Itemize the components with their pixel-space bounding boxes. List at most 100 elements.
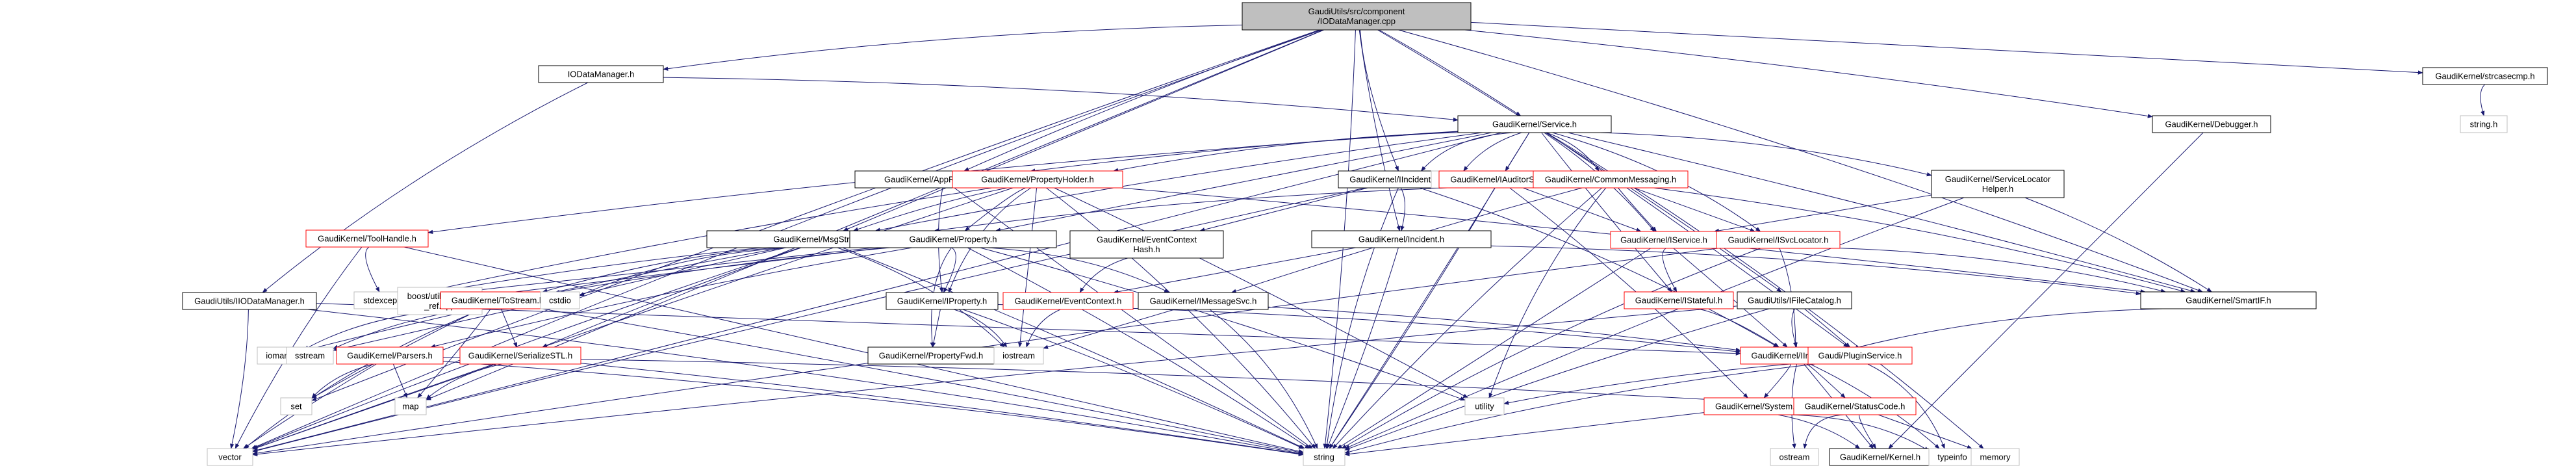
node-gaudikernel-eventcontext-h[interactable]: GaudiKernel/EventContext.h [1002,292,1134,310]
edge-n1-to-n2 [663,77,1459,122]
node-label: string.h [2470,120,2498,129]
edge-n2-to-n30 [1568,132,2196,293]
edge-n0-to-n14 [843,29,1324,231]
node-gaudikernel-iservice-h[interactable]: GaudiKernel/IService.h [1610,231,1718,249]
node-gaudikernel-propertyfwd-h[interactable]: GaudiKernel/PropertyFwd.h [867,346,995,365]
node-gaudiutils-src-component-iodatamanager-cpp[interactable]: GaudiUtils/src/component/IODataManager.c… [1242,2,1472,31]
edge-n0-to-n40 [426,29,1324,400]
edge-n10-to-n45 [1329,187,1496,449]
edge-n20-to-n37 [316,303,1741,356]
node-memory: memory [1970,448,2020,466]
node-box [1002,292,1134,310]
edge-n15-to-n35 [930,247,952,348]
edge-n15-to-n33 [430,247,913,348]
edge-n25-to-n36 [954,309,1008,348]
edge-n2-to-n8 [1420,132,1514,172]
node-label: GaudiKernel/Debugger.h [2165,120,2258,129]
node-set: set [280,397,312,415]
node-gaudikernel-system-h[interactable]: GaudiKernel/System.h [1703,397,1811,415]
edge-n0-to-n6 [963,29,1322,172]
node-label: GaudiKernel/SmartIF.h [2186,296,2271,306]
edge-n0-to-n29 [1377,29,1782,293]
node-gaudikernel-tostream-h[interactable]: GaudiKernel/ToStream.h [440,291,555,309]
edge-n0-to-n1 [663,24,1243,71]
node-label: ostream [1779,452,1810,462]
node-gaudikernel-commonmessaging-h[interactable]: GaudiKernel/CommonMessaging.h [1533,170,1689,189]
edge-n7-to-n44 [252,187,1014,450]
node-box [993,346,1044,365]
node-gaudikernel-service-h[interactable]: GaudiKernel/Service.h [1457,115,1612,133]
edge-n28-to-n37 [1696,308,1779,348]
node-label: GaudiKernel/ToStream.h [452,296,544,306]
edge-n27-to-n45 [1209,309,1318,449]
edge-n16-to-n26 [1079,257,1128,293]
node-box [1737,291,1852,309]
node-gaudi-pluginservice-h[interactable]: Gaudi/PluginService.h [1807,346,1913,365]
edge-n8-to-n17 [1400,187,1405,231]
node-gaudikernel-serializestl-h[interactable]: GaudiKernel/SerializeSTL.h [459,346,581,365]
node-gaudikernel-incident-h[interactable]: GaudiKernel/Incident.h [1311,230,1492,248]
edge-n15-to-n45 [967,247,1310,449]
node-label: GaudiKernel/ISvcLocator.h [1728,235,1829,245]
node-box [1703,397,1811,415]
node-box [2152,115,2271,133]
node-label: /IODataManager.cpp [1318,16,1396,26]
node-box [849,230,1057,248]
node-label: GaudiKernel/EventContext [1097,235,1197,244]
node-gaudikernel-istateful-h[interactable]: GaudiKernel/IStateful.h [1624,291,1734,309]
edge-n8-to-n45 [1325,187,1399,449]
node-box [336,346,444,365]
node-gaudiutils-ifilecatalog-h[interactable]: GaudiUtils/IFileCatalog.h [1737,291,1852,309]
edge-n13-to-n21 [365,246,380,293]
edge-n38-to-n45 [1344,363,1816,454]
node-box [952,170,1123,189]
node-label: GaudiKernel/ToolHandle.h [318,234,416,244]
edge-n11-to-n30 [1653,187,2186,293]
node-label: GaudiKernel/PropertyFwd.h [879,351,983,361]
node-box [1793,397,1917,415]
edge-n2-to-n7 [1113,132,1459,172]
edge-n25-to-n45 [962,309,1304,449]
node-label: sstream [295,351,325,361]
node-label: GaudiKernel/Kernel.h [1840,452,1920,462]
node-label: GaudiKernel/ServiceLocator [1945,174,2051,184]
node-box [538,65,664,83]
node-gaudikernel-property-h[interactable]: GaudiKernel/Property.h [849,230,1057,248]
node-gaudikernel-toolhandle-h[interactable]: GaudiKernel/ToolHandle.h [305,229,429,248]
node-label: GaudiKernel/Property.h [910,235,997,244]
node-gaudikernel-parsers-h[interactable]: GaudiKernel/Parsers.h [336,346,444,365]
node-gaudikernel-statuscode-h[interactable]: GaudiKernel/StatusCode.h [1793,397,1917,415]
edge-n2-to-n44 [252,132,1502,452]
node-gaudikernel-strcasecmp-h[interactable]: GaudiKernel/strcasecmp.h [2422,67,2548,85]
node-label: Gaudi/PluginService.h [1818,351,1902,361]
node-label: GaudiUtils/IIODataManager.h [194,296,305,306]
edge-n7-to-n36 [1017,187,1038,348]
node-gaudiutils-iiodatamanager-h[interactable]: GaudiUtils/IIODataManager.h [182,292,317,310]
edge-n29-to-n44 [252,306,1738,456]
node-gaudikernel-isvclocator-h[interactable]: GaudiKernel/ISvcLocator.h [1716,231,1841,249]
edge-n23-to-n40 [417,308,491,398]
node-iodatamanager-h[interactable]: IODataManager.h [538,65,664,83]
node-gaudikernel-imessagesvc-h[interactable]: GaudiKernel/IMessageSvc.h [1138,292,1269,310]
node-map: map [394,397,427,415]
node-box [1931,170,2065,198]
node-sstream: sstream [286,346,334,365]
node-box [1624,291,1734,309]
edge-n15-to-n25 [943,247,956,293]
node-gaudikernel-kernel-h[interactable]: GaudiKernel/Kernel.h [1829,448,1932,466]
node-gaudikernel-propertyholder-h[interactable]: GaudiKernel/PropertyHolder.h [952,170,1123,189]
node-gaudikernel-debugger-h[interactable]: GaudiKernel/Debugger.h [2152,115,2271,133]
node-box [459,346,581,365]
edge-n38-to-n41 [1503,362,1809,405]
edge-n7-to-n15 [964,187,1026,231]
edges-layer [229,21,2486,456]
node-gaudikernel-iproperty-h[interactable]: GaudiKernel/IProperty.h [886,292,999,310]
edge-n0-to-n2 [1379,29,1522,116]
node-gaudikernel-smartif-h[interactable]: GaudiKernel/SmartIF.h [2140,291,2317,309]
edge-n23-to-n45 [542,308,1304,454]
edge-n23-to-n44 [244,308,483,449]
edge-n8-to-n37 [1420,187,1779,348]
